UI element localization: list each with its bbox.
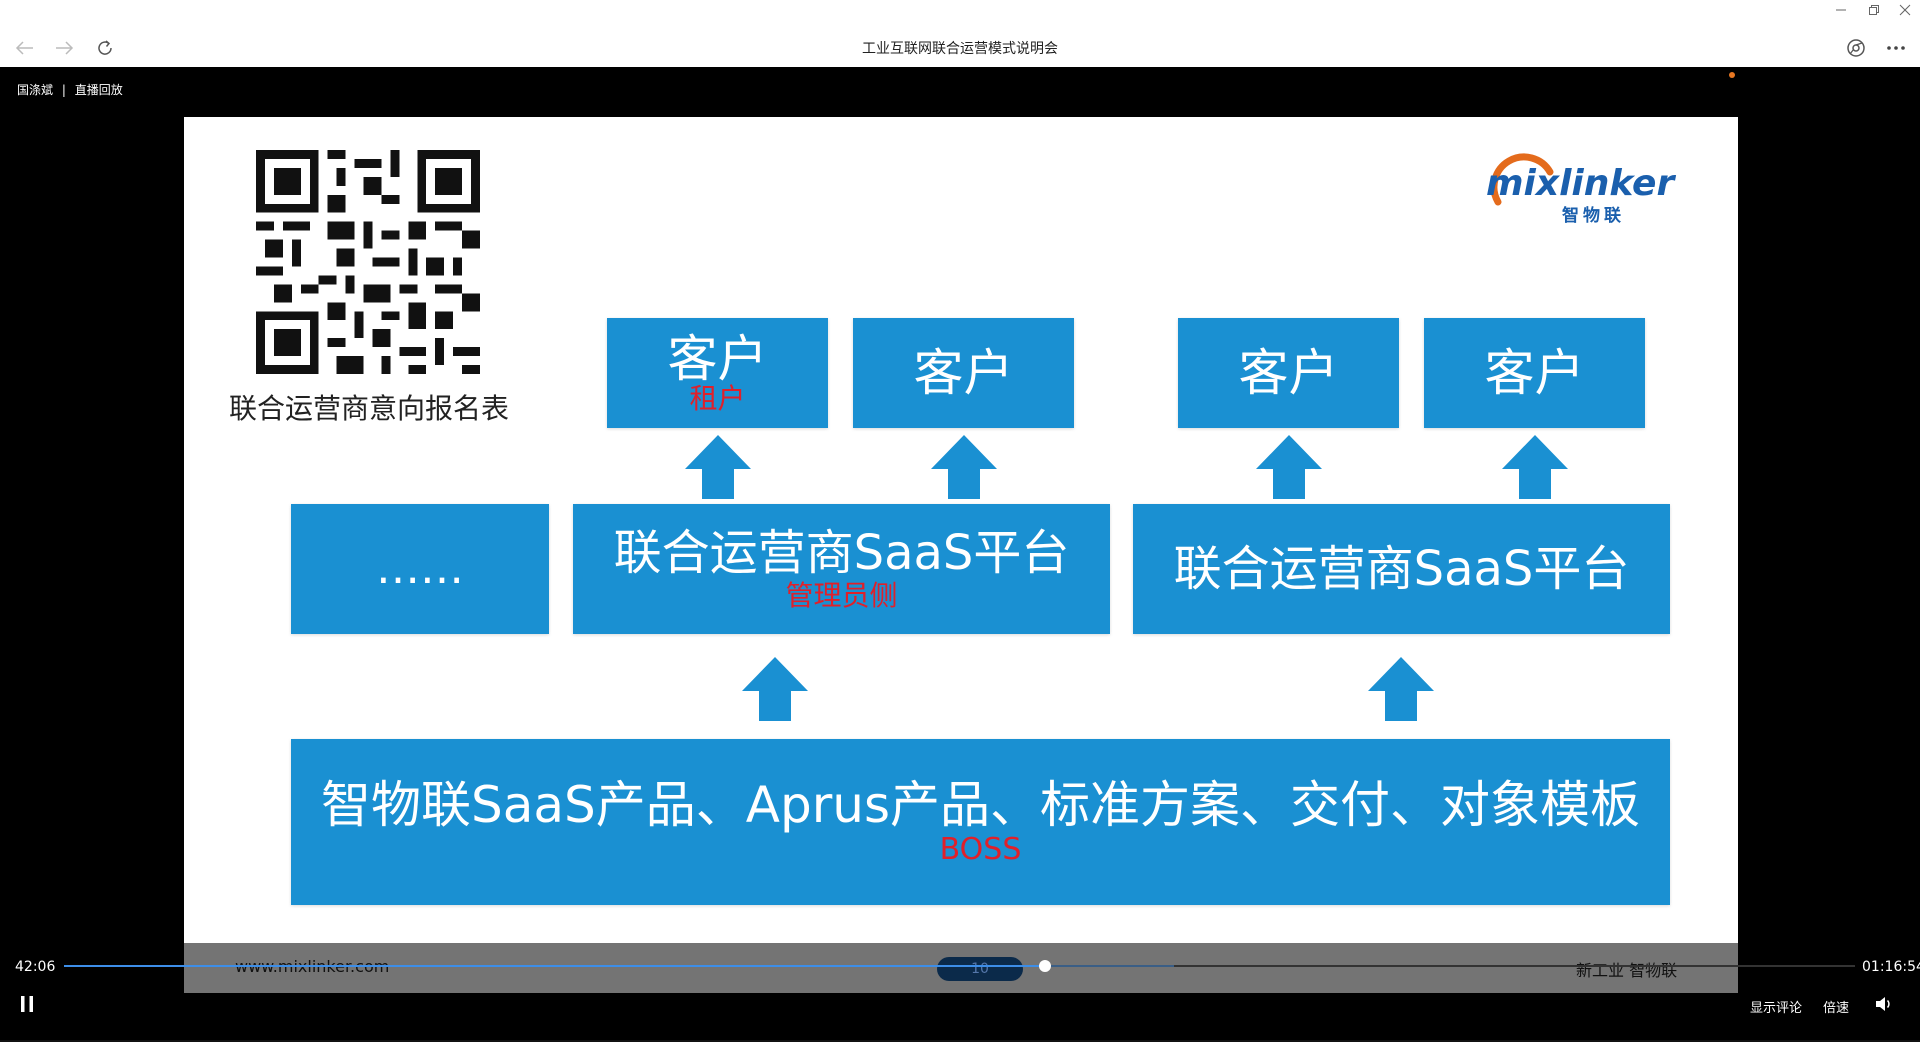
played-bar: [64, 965, 1045, 967]
customer-box-2: 客户: [853, 318, 1074, 428]
video-player[interactable]: 国涤斌 | 直播回放 联合运营商意向报名表: [0, 67, 1925, 1042]
customer-box-3: 客户: [1178, 318, 1399, 428]
platform-label: 联合运营商SaaS平台: [1173, 540, 1630, 597]
restore-button[interactable]: [1859, 0, 1889, 20]
speed-button[interactable]: 倍速: [1823, 1001, 1850, 1016]
customer-label: 客户: [1238, 343, 1339, 402]
admin-annotation: 管理员侧: [785, 579, 898, 613]
volume-icon: [1876, 997, 1890, 1011]
streamer-name: 国涤斌: [17, 83, 54, 97]
logo-text: mixlinker: [1486, 163, 1675, 204]
customer-label: 客户: [1484, 343, 1585, 402]
reload-button[interactable]: [91, 34, 119, 62]
pause-icon: [21, 996, 33, 1012]
up-arrow-icon: [1368, 657, 1434, 721]
customer-box-4: 客户: [1424, 318, 1645, 428]
qr-code-image: [256, 150, 480, 374]
total-time: 01:16:54: [1862, 959, 1925, 975]
status-dot: [1729, 72, 1735, 78]
close-button[interactable]: [1890, 0, 1920, 20]
pause-button[interactable]: [19, 995, 35, 1017]
tenant-annotation: 租户: [689, 382, 746, 416]
progress-track[interactable]: [64, 960, 1855, 972]
ellipsis-label: ……: [376, 542, 464, 594]
logo-cn: 智物联: [1562, 206, 1625, 226]
boss-annotation: BOSS: [939, 832, 1022, 868]
ellipsis-box: ……: [291, 504, 549, 634]
show-comments-button[interactable]: 显示评论: [1750, 1001, 1803, 1016]
customer-label: 客户: [913, 343, 1014, 402]
up-arrow-icon: [931, 435, 997, 499]
mode-label: 直播回放: [74, 83, 123, 97]
slide-page-number: 10: [937, 957, 1023, 981]
minimize-button[interactable]: [1826, 0, 1856, 20]
logo-icon: [1490, 153, 1554, 206]
more-button[interactable]: [1881, 34, 1911, 62]
back-button[interactable]: [11, 34, 39, 62]
close-icon: [1899, 4, 1911, 16]
current-time: 42:06: [15, 959, 56, 975]
customer-label: 客户: [667, 329, 768, 388]
restore-icon: [1869, 5, 1879, 15]
volume-button[interactable]: [1875, 996, 1893, 1016]
title-bar: 工业互联网联合运营模式说明会: [0, 0, 1920, 67]
forward-arrow-icon: [56, 41, 74, 55]
base-platform-box: 智物联SaaS产品、Aprus产品、标准方案、交付、对象模板 BOSS: [291, 739, 1670, 905]
separator: |: [61, 83, 66, 97]
presentation-slide: 联合运营商意向报名表 mixlinker 智物联 客户 租户 客户 客户 客户: [184, 117, 1738, 993]
slide-footer-overlay: www.mixlinker.com 10 新工业 智物联: [184, 943, 1738, 993]
qr-caption: 联合运营商意向报名表: [228, 392, 509, 425]
progress-thumb[interactable]: [1038, 960, 1051, 972]
platform-label: 联合运营商SaaS平台: [613, 524, 1070, 581]
minimize-icon: [1836, 9, 1846, 11]
up-arrow-icon: [1502, 435, 1568, 499]
reload-icon: [98, 40, 112, 55]
forward-button[interactable]: [50, 34, 78, 62]
platform-box-1: 联合运营商SaaS平台 管理员侧: [573, 504, 1110, 634]
browser-button[interactable]: [1841, 34, 1871, 62]
mixlinker-logo: mixlinker 智物联: [1480, 147, 1700, 227]
up-arrow-icon: [742, 657, 808, 721]
customer-box-1: 客户 租户: [607, 318, 828, 428]
base-label: 智物联SaaS产品、Aprus产品、标准方案、交付、对象模板: [321, 775, 1640, 834]
browser-icon: [1847, 39, 1865, 57]
up-arrow-icon: [685, 435, 751, 499]
bottom-strip: [0, 1040, 1920, 1042]
streamer-info: 国涤斌 | 直播回放: [17, 81, 123, 98]
platform-box-2: 联合运营商SaaS平台: [1133, 504, 1670, 634]
footer-slogan: 新工业 智物联: [1576, 961, 1678, 980]
window-title: 工业互联网联合运营模式说明会: [862, 41, 1058, 57]
up-arrow-icon: [1256, 435, 1322, 499]
back-arrow-icon: [15, 41, 33, 55]
more-icon: [1887, 46, 1905, 50]
